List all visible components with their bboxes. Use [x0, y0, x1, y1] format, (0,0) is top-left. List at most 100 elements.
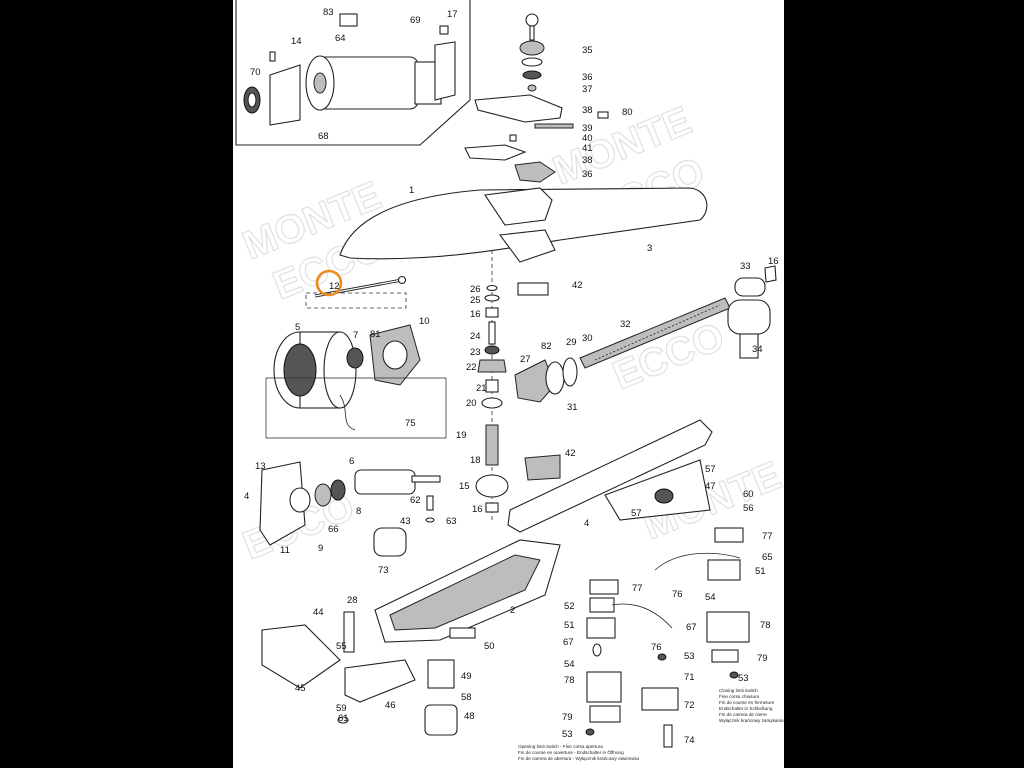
part-label-52: 52 — [564, 601, 575, 612]
capacitor-43 — [373, 527, 407, 557]
part-label-25: 25 — [470, 295, 481, 306]
part-label-51: 51 — [564, 620, 575, 631]
part-label-67: 67 — [686, 622, 697, 633]
part-label-59: 59 — [336, 703, 347, 714]
part-label-19: 19 — [456, 430, 467, 441]
part-label-75: 75 — [405, 418, 416, 429]
switch-51-bottom — [586, 617, 616, 639]
part-label-58: 58 — [461, 692, 472, 703]
part-label-24: 24 — [470, 331, 481, 342]
part-label-15: 15 — [459, 481, 470, 492]
part-label-27: 27 — [520, 354, 531, 365]
part-label-9: 9 — [318, 543, 323, 554]
part-label-55: 55 — [336, 641, 347, 652]
part-label-68: 68 — [318, 131, 329, 142]
part-label-44: 44 — [313, 607, 324, 618]
part-label-49: 49 — [461, 671, 472, 682]
opening-switch-note: Opening limit switch - Fine corsa apertu… — [518, 744, 639, 761]
part-label-81: 81 — [370, 329, 381, 340]
motor-inset — [235, 0, 471, 146]
part-label-63: 63 — [446, 516, 457, 527]
part-label-16: 16 — [768, 256, 779, 267]
part-label-77: 77 — [632, 583, 643, 594]
part-label-53: 53 — [562, 729, 573, 740]
part-label-71: 71 — [684, 672, 695, 683]
part-label-20: 20 — [466, 398, 477, 409]
part-label-79: 79 — [757, 653, 768, 664]
lead-screw-32 — [514, 265, 777, 403]
part-label-83: 83 — [323, 7, 334, 18]
switch-48 — [424, 704, 458, 736]
part-label-10: 10 — [419, 316, 430, 327]
part-label-79: 79 — [562, 712, 573, 723]
part-label-67: 67 — [563, 637, 574, 648]
part-label-76: 76 — [672, 589, 683, 600]
part-label-43: 43 — [400, 516, 411, 527]
part-label-50: 50 — [484, 641, 495, 652]
housing-4 — [507, 419, 713, 533]
part-label-7: 7 — [353, 330, 358, 341]
part-label-40: 40 — [582, 133, 593, 144]
part-label-39: 39 — [582, 123, 593, 134]
gear-15 — [475, 474, 509, 498]
part-label-42: 42 — [572, 280, 583, 291]
part-label-21: 21 — [476, 383, 487, 394]
bearing-7 — [346, 347, 364, 369]
part-label-54: 54 — [705, 592, 716, 603]
part-label-3: 3 — [647, 243, 652, 254]
part-label-16: 16 — [470, 309, 481, 320]
gear-22 — [477, 359, 507, 373]
part-label-16: 16 — [472, 504, 483, 515]
closing-switch-note: Closing limit switch Fine corsa chiusura… — [719, 688, 784, 723]
part-label-77: 77 — [762, 531, 773, 542]
plate-83 — [339, 13, 358, 27]
part-label-74: 74 — [684, 735, 695, 746]
closing-note-line-6: Wyłącznik krańcowy zamykania — [719, 718, 784, 723]
part-label-66: 66 — [328, 524, 339, 535]
part-label-80: 80 — [622, 107, 633, 118]
part-38b — [464, 144, 527, 161]
part-label-38: 38 — [582, 155, 593, 166]
part-label-26: 26 — [470, 284, 481, 295]
part-label-57: 57 — [705, 464, 716, 475]
part-label-5: 5 — [295, 322, 300, 333]
part-label-2: 2 — [510, 605, 515, 616]
part-label-37: 37 — [582, 84, 593, 95]
part-label-29: 29 — [566, 337, 577, 348]
bracket-78-left — [586, 671, 622, 703]
part-label-60: 60 — [743, 489, 754, 500]
part-label-72: 72 — [684, 700, 695, 711]
part-label-61: 61 — [338, 713, 349, 724]
motor-group — [265, 324, 447, 439]
closing-note-line-1: Closing limit switch — [719, 688, 758, 693]
switch-51-top — [707, 559, 741, 581]
part-label-41: 41 — [582, 143, 593, 154]
part-label-48: 48 — [464, 711, 475, 722]
part-label-11: 11 — [280, 545, 290, 556]
nut-33 — [734, 277, 766, 297]
part-label-4: 4 — [244, 491, 249, 502]
rod-12 — [305, 275, 407, 309]
part-label-8: 8 — [356, 506, 361, 517]
part-label-22: 22 — [466, 362, 477, 373]
part-label-32: 32 — [620, 319, 631, 330]
part-label-45: 45 — [295, 683, 306, 694]
closing-note-line-2: Fine corsa chiusura — [719, 694, 760, 699]
part-label-78: 78 — [760, 620, 771, 631]
cover-3 — [339, 187, 708, 260]
part-label-36: 36 — [582, 72, 593, 83]
central-column — [475, 250, 509, 520]
part-label-4: 4 — [584, 518, 589, 529]
part-label-14: 14 — [291, 36, 302, 47]
plate-72 — [641, 687, 679, 711]
part-label-54: 54 — [564, 659, 575, 670]
closing-note-line-5: Fin de carrera de cierre — [719, 712, 767, 717]
part-label-82: 82 — [541, 341, 552, 352]
top-cover — [339, 187, 708, 296]
opening-note-line-3: Fin de carrera de abertura - Wyłącznik k… — [518, 756, 639, 761]
part-label-38: 38 — [582, 105, 593, 116]
closing-note-line-4: Endschalter in Schließung — [719, 706, 773, 711]
part-label-64: 64 — [335, 33, 346, 44]
part-label-1: 1 — [409, 185, 414, 196]
